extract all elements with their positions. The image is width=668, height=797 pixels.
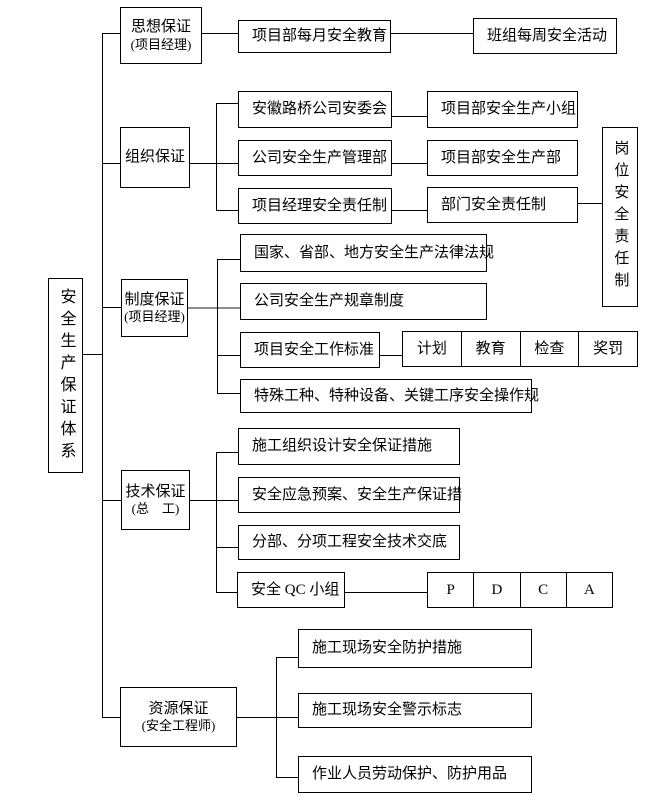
connector-trunk-resource — [102, 717, 120, 718]
connector-trunk-technology — [102, 500, 121, 501]
cell-d: D — [473, 573, 519, 607]
node-pdca-cells: P D C A — [427, 572, 613, 608]
node-dept-responsibility: 部门安全责任制 — [427, 187, 578, 223]
connector-bus-qc — [216, 592, 237, 593]
bus-institution — [217, 259, 218, 393]
branch-institution-label: 制度保证 — [124, 291, 185, 308]
node-site-protection: 施工现场安全防护措施 — [298, 629, 532, 668]
branch-institution-sublabel: (项目经理) — [124, 309, 185, 325]
branch-ideology-sublabel: (项目经理) — [130, 36, 192, 52]
node-project-safety-group-label: 项目部安全生产小组 — [441, 101, 577, 118]
connector-bus-standard — [217, 355, 240, 356]
cell-a: A — [565, 573, 612, 607]
connector-bus-committee — [216, 103, 238, 104]
branch-technology-sublabel: (总 工) — [131, 501, 180, 517]
branch-ideology: 思想保证 (项目经理) — [120, 7, 202, 64]
node-qc-group-label: 安全 QC 小组 — [251, 581, 340, 598]
node-labor-protection: 作业人员劳动保护、防护用品 — [298, 756, 532, 793]
branch-institution: 制度保证 (项目经理) — [121, 279, 188, 337]
node-tech-disclosure-label: 分部、分项工程安全技术交底 — [252, 534, 448, 551]
node-manager-responsibility: 项目经理安全责任制 — [238, 188, 392, 224]
node-post-responsibility: 岗位安全责任制 — [602, 127, 638, 307]
branch-organization: 组织保证 — [120, 127, 190, 188]
connector-institution-rules-gray — [188, 307, 240, 309]
trunk-line — [102, 33, 103, 717]
node-post-responsibility-label: 岗位安全责任制 — [612, 140, 629, 294]
connector-organization-bus — [190, 163, 238, 164]
node-standard-cells: 计划 教育 检查 奖罚 — [402, 331, 638, 367]
connector-bus-protection — [276, 657, 298, 658]
branch-organization-label: 组织保证 — [124, 149, 185, 166]
node-construction-design-label: 施工组织设计安全保证措施 — [252, 438, 433, 455]
connector-companydept-projectdept — [392, 163, 427, 164]
node-special-operations: 特殊工种、特种设备、关键工序安全操作规 — [240, 379, 539, 413]
connector-monthly-weekly — [391, 33, 473, 34]
node-laws: 国家、省部、地方安全生产法律法规 — [240, 234, 494, 272]
node-manager-responsibility-label: 项目经理安全责任制 — [252, 197, 388, 214]
connector-bus-manager — [216, 210, 238, 211]
branch-resource-sublabel: (安全工程师) — [141, 718, 216, 734]
node-emergency-plan-label: 安全应急预案、安全生产保证措 — [252, 486, 463, 503]
node-emergency-plan: 安全应急预案、安全生产保证措 — [238, 477, 463, 513]
connector-qc-pdca — [345, 592, 427, 593]
connector-bus-labor — [276, 777, 298, 778]
cell-p: P — [446, 581, 455, 598]
node-company-safety-dept-label: 公司安全生产管理部 — [252, 149, 388, 166]
branch-resource: 资源保证 (安全工程师) — [120, 687, 237, 747]
bus-resource — [276, 657, 277, 777]
connector-bus-laws — [217, 259, 240, 260]
node-construction-design: 施工组织设计安全保证措施 — [238, 428, 460, 465]
node-root-label: 安全生产保证体系 — [57, 287, 75, 464]
branch-technology: 技术保证 (总 工) — [121, 470, 190, 530]
node-company-safety-dept: 公司安全生产管理部 — [238, 140, 392, 176]
node-labor-protection-label: 作业人员劳动保护、防护用品 — [312, 766, 508, 783]
branch-resource-label: 资源保证 — [148, 700, 209, 717]
node-company-rules-label: 公司安全生产规章制度 — [254, 293, 405, 310]
node-dept-responsibility-label: 部门安全责任制 — [441, 196, 547, 213]
connector-trunk-organization — [102, 163, 120, 164]
cell-plan: 计划 — [416, 340, 447, 357]
node-warning-signs: 施工现场安全警示标志 — [298, 693, 532, 728]
node-project-safety-dept: 项目部安全生产部 — [427, 140, 578, 176]
connector-bus-design — [216, 452, 238, 453]
connector-resource-bus — [237, 717, 298, 718]
connector-bus-special — [217, 393, 240, 394]
connector-standard-cells — [380, 355, 402, 356]
node-monthly-education-label: 项目部每月安全教育 — [252, 28, 388, 45]
node-site-protection-label: 施工现场安全防护措施 — [312, 640, 463, 657]
node-project-safety-group: 项目部安全生产小组 — [427, 91, 578, 128]
node-company-committee-label: 安徽路桥公司安委会 — [252, 101, 388, 118]
branch-technology-label: 技术保证 — [125, 483, 186, 500]
node-weekly-activity-label: 班组每周安全活动 — [487, 27, 608, 44]
node-work-standard: 项目安全工作标准 — [240, 332, 380, 368]
branch-ideology-label: 思想保证 — [130, 19, 191, 35]
node-project-safety-dept-label: 项目部安全生产部 — [441, 149, 562, 166]
connector-ideology-monthly — [202, 33, 238, 34]
node-warning-signs-label: 施工现场安全警示标志 — [312, 702, 463, 719]
cell-education: 教育 — [460, 332, 520, 366]
connector-bus-disclosure — [216, 547, 238, 548]
connector-committee-group — [392, 116, 427, 117]
node-tech-disclosure: 分部、分项工程安全技术交底 — [238, 525, 460, 560]
connector-dept-post — [578, 203, 602, 204]
node-root-safety-system: 安全生产保证体系 — [48, 278, 83, 473]
node-weekly-activity: 班组每周安全活动 — [473, 18, 617, 54]
node-special-operations-label: 特殊工种、特种设备、关键工序安全操作规 — [254, 387, 540, 404]
node-laws-label: 国家、省部、地方安全生产法律法规 — [254, 244, 495, 261]
connector-trunk-ideology — [102, 33, 120, 34]
connector-trunk-institution — [102, 307, 121, 308]
node-company-rules: 公司安全生产规章制度 — [240, 283, 487, 320]
node-qc-group: 安全 QC 小组 — [237, 572, 345, 608]
cell-c: C — [519, 573, 566, 607]
cell-inspection: 检查 — [519, 332, 579, 366]
connector-root-to-trunk — [83, 354, 102, 355]
cell-reward: 奖罚 — [578, 332, 637, 366]
node-work-standard-label: 项目安全工作标准 — [254, 341, 375, 358]
bus-organization — [216, 103, 217, 211]
node-company-committee: 安徽路桥公司安委会 — [238, 91, 392, 128]
bus-technology — [216, 452, 217, 592]
connector-manager-dept — [392, 210, 427, 211]
node-monthly-education: 项目部每月安全教育 — [238, 20, 391, 53]
connector-technology-bus — [190, 500, 238, 501]
